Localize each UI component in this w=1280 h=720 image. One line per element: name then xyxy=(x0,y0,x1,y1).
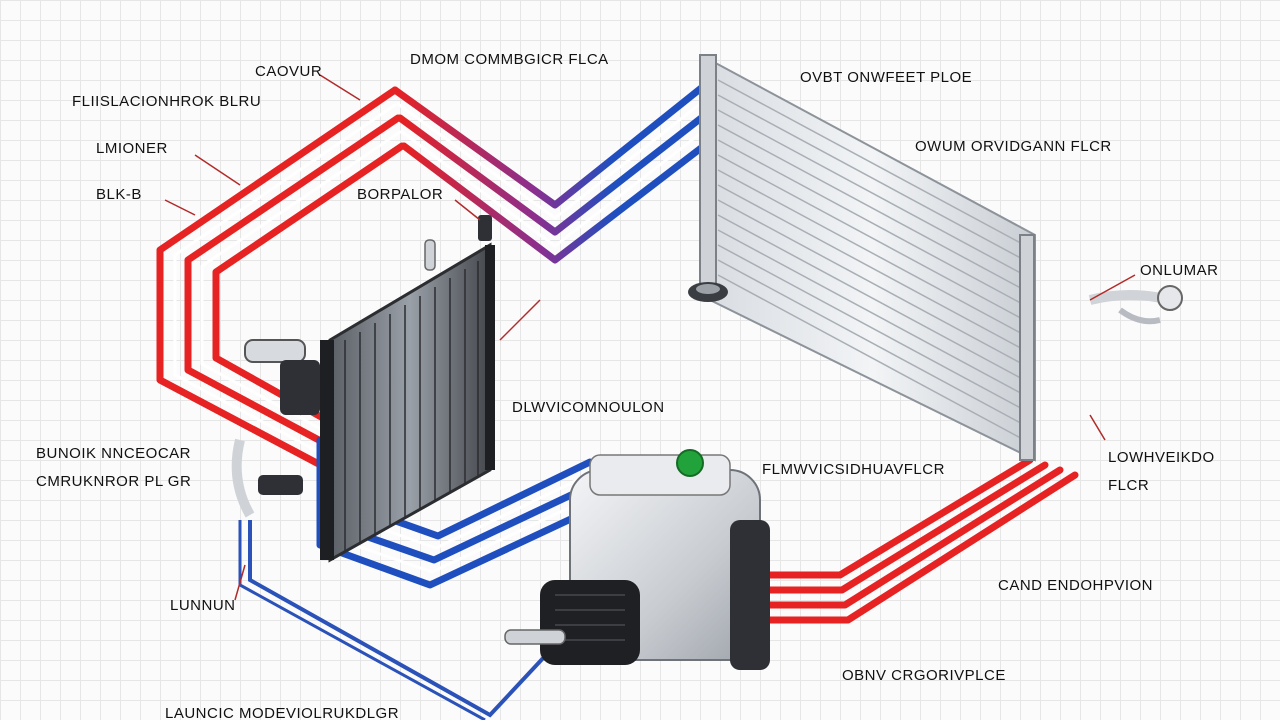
label-lunnun: LUNNUN xyxy=(170,597,236,614)
label-lowhveikdo-1: LOWHVEIKDO xyxy=(1108,449,1215,466)
suction-line xyxy=(248,520,562,718)
label-bunoik-2: CMRUKNROR PL GR xyxy=(36,473,192,490)
label-bunoik-1: BUNOIK NNCEOCAR xyxy=(36,445,192,462)
label-cand: CAND ENDOHPVION xyxy=(998,577,1154,594)
label-borpalor: BORPALOR xyxy=(357,186,444,203)
expansion-valve-icon xyxy=(231,339,320,518)
label-onlumar: ONLUMAR xyxy=(1140,262,1219,279)
label-bottom-right: OBNV CRGORIVPLCE xyxy=(842,667,1006,684)
evaporator-core-icon xyxy=(320,242,495,563)
label-flwv: FLMWVICSIDHUAVFLCR xyxy=(762,461,945,478)
label-top-center: DMOM COMMBGICR FLCA xyxy=(410,51,609,68)
hot-line-bundle-right xyxy=(736,456,1079,624)
label-lmioner: LMIONER xyxy=(96,140,168,157)
label-blk: BLK-B xyxy=(96,186,142,203)
fitting-connector-icon xyxy=(424,215,492,271)
leader-lines xyxy=(164,74,1136,601)
label-center-mid: DLWVICOMNOULON xyxy=(512,399,665,416)
top-transition-line-bundle xyxy=(391,81,709,264)
label-bottom-left: LAUNCIC MODEVIOLRUKDLGR xyxy=(165,705,400,720)
right-fitting-icon xyxy=(1088,285,1183,325)
label-caovur: CAOVUR xyxy=(255,63,323,80)
label-top-right: OVBT ONWFEET PLOE xyxy=(800,69,973,86)
compressor-icon xyxy=(504,449,770,670)
right-vertical-line-bundle xyxy=(1026,251,1079,479)
label-fluid-block: FLIISLACIONHROK BLRU xyxy=(72,93,262,110)
label-lowhveikdo-2: FLCR xyxy=(1108,477,1150,494)
condenser-coil-icon xyxy=(688,54,1036,462)
label-owum: OWUM ORVIDGANN FLCR xyxy=(915,138,1112,155)
hot-line-bundle-left xyxy=(156,86,406,474)
